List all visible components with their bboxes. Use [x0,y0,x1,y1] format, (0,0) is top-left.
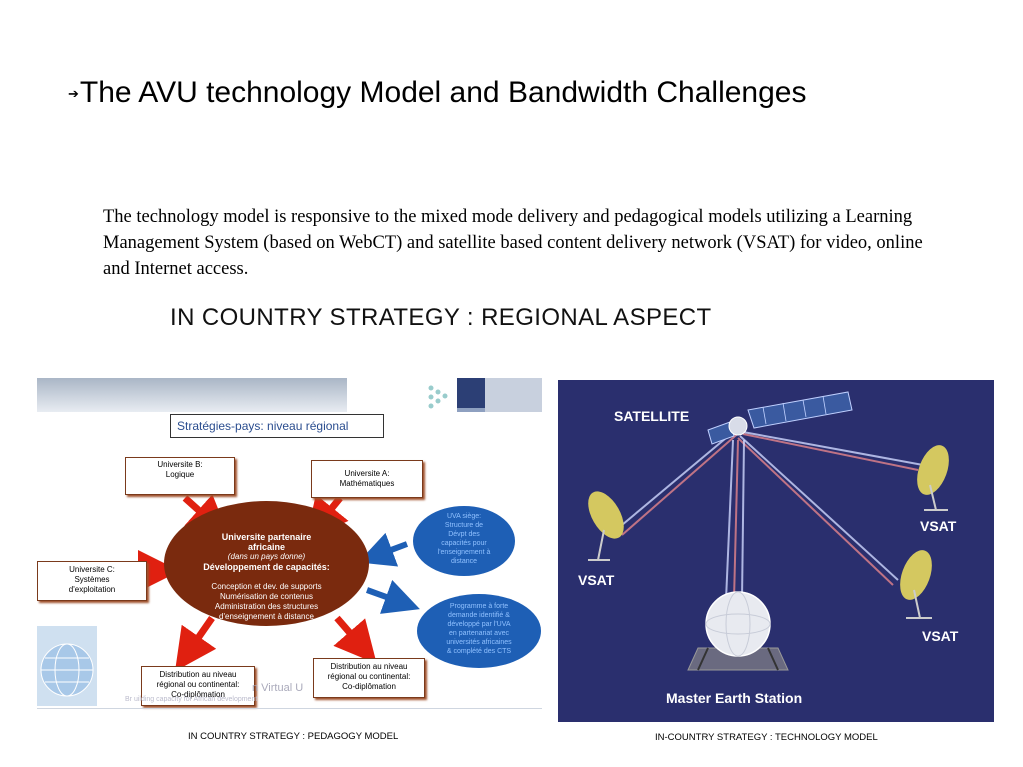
slide-title: ➔The AVU technology Model and Bandwidth … [68,76,806,110]
vsat-dish-icon [917,445,949,511]
watermark-subtext: Br uilding capacity for African developm… [125,696,258,703]
decorative-block [457,408,485,412]
technology-caption: IN-COUNTRY STRATEGY : TECHNOLOGY MODEL [655,732,878,743]
dots-icon [428,385,448,409]
vsat-label-right-top: VSAT [920,518,957,534]
pedagogy-diagram-title: Stratégies-pays: niveau régional [170,414,384,438]
vsat-dish-icon [588,491,624,561]
box-universite-b: Universite B: Logique [125,457,235,495]
box-universite-a: Universite A: Mathématiques [311,460,423,498]
strategy-heading: IN COUNTRY STRATEGY : REGIONAL ASPECT [170,304,712,331]
slide-body-text: The technology model is responsive to th… [103,207,923,279]
box-universite-c: Universite C: Systèmes d'exploitation [37,561,147,601]
arrow-shape [365,579,420,614]
footer-divider [37,708,542,709]
decorative-block [457,378,485,408]
satellite-icon [707,391,853,445]
pedagogy-model-diagram: Stratégies-pays: niveau régional Univers… [37,378,542,714]
arrow-shape [175,616,217,672]
box-distribution-left: Distribution au niveau régional ou conti… [141,666,255,706]
satellite-network-illustration [588,391,949,671]
earth-station-icon [687,591,789,671]
master-earth-station-label: Master Earth Station [666,690,803,706]
vsat-label-right-bottom: VSAT [922,628,959,644]
pedagogy-caption: IN COUNTRY STRATEGY : PEDAGOGY MODEL [188,731,399,742]
blue-oval-programme: Programme à forte demande identifié & dé… [417,594,541,668]
diagram-header-bar [37,378,347,412]
vsat-dish-icon [900,550,932,619]
watermark-text: n Virtual U [252,682,304,694]
vsat-label-left: VSAT [578,572,615,588]
blue-oval-uva-siege: UVA siège: Structure de Dévpt des capaci… [413,506,515,576]
arrow-shape [333,615,377,664]
arrow-icon: ➔ [68,86,79,102]
slide-title-text: The AVU technology Model and Bandwidth C… [79,76,807,109]
decorative-block [485,378,542,412]
center-oval-partner-university: Universite partenaire africaine (dans un… [164,501,369,626]
box-distribution-right: Distribution au niveau régional ou conti… [313,658,425,698]
satellite-label: SATELLITE [614,408,690,424]
arrow-shape [358,532,409,567]
technology-model-diagram: SATELLITE VSAT VSAT VSAT Master Earth St… [558,380,994,722]
globe-icon [37,626,97,706]
